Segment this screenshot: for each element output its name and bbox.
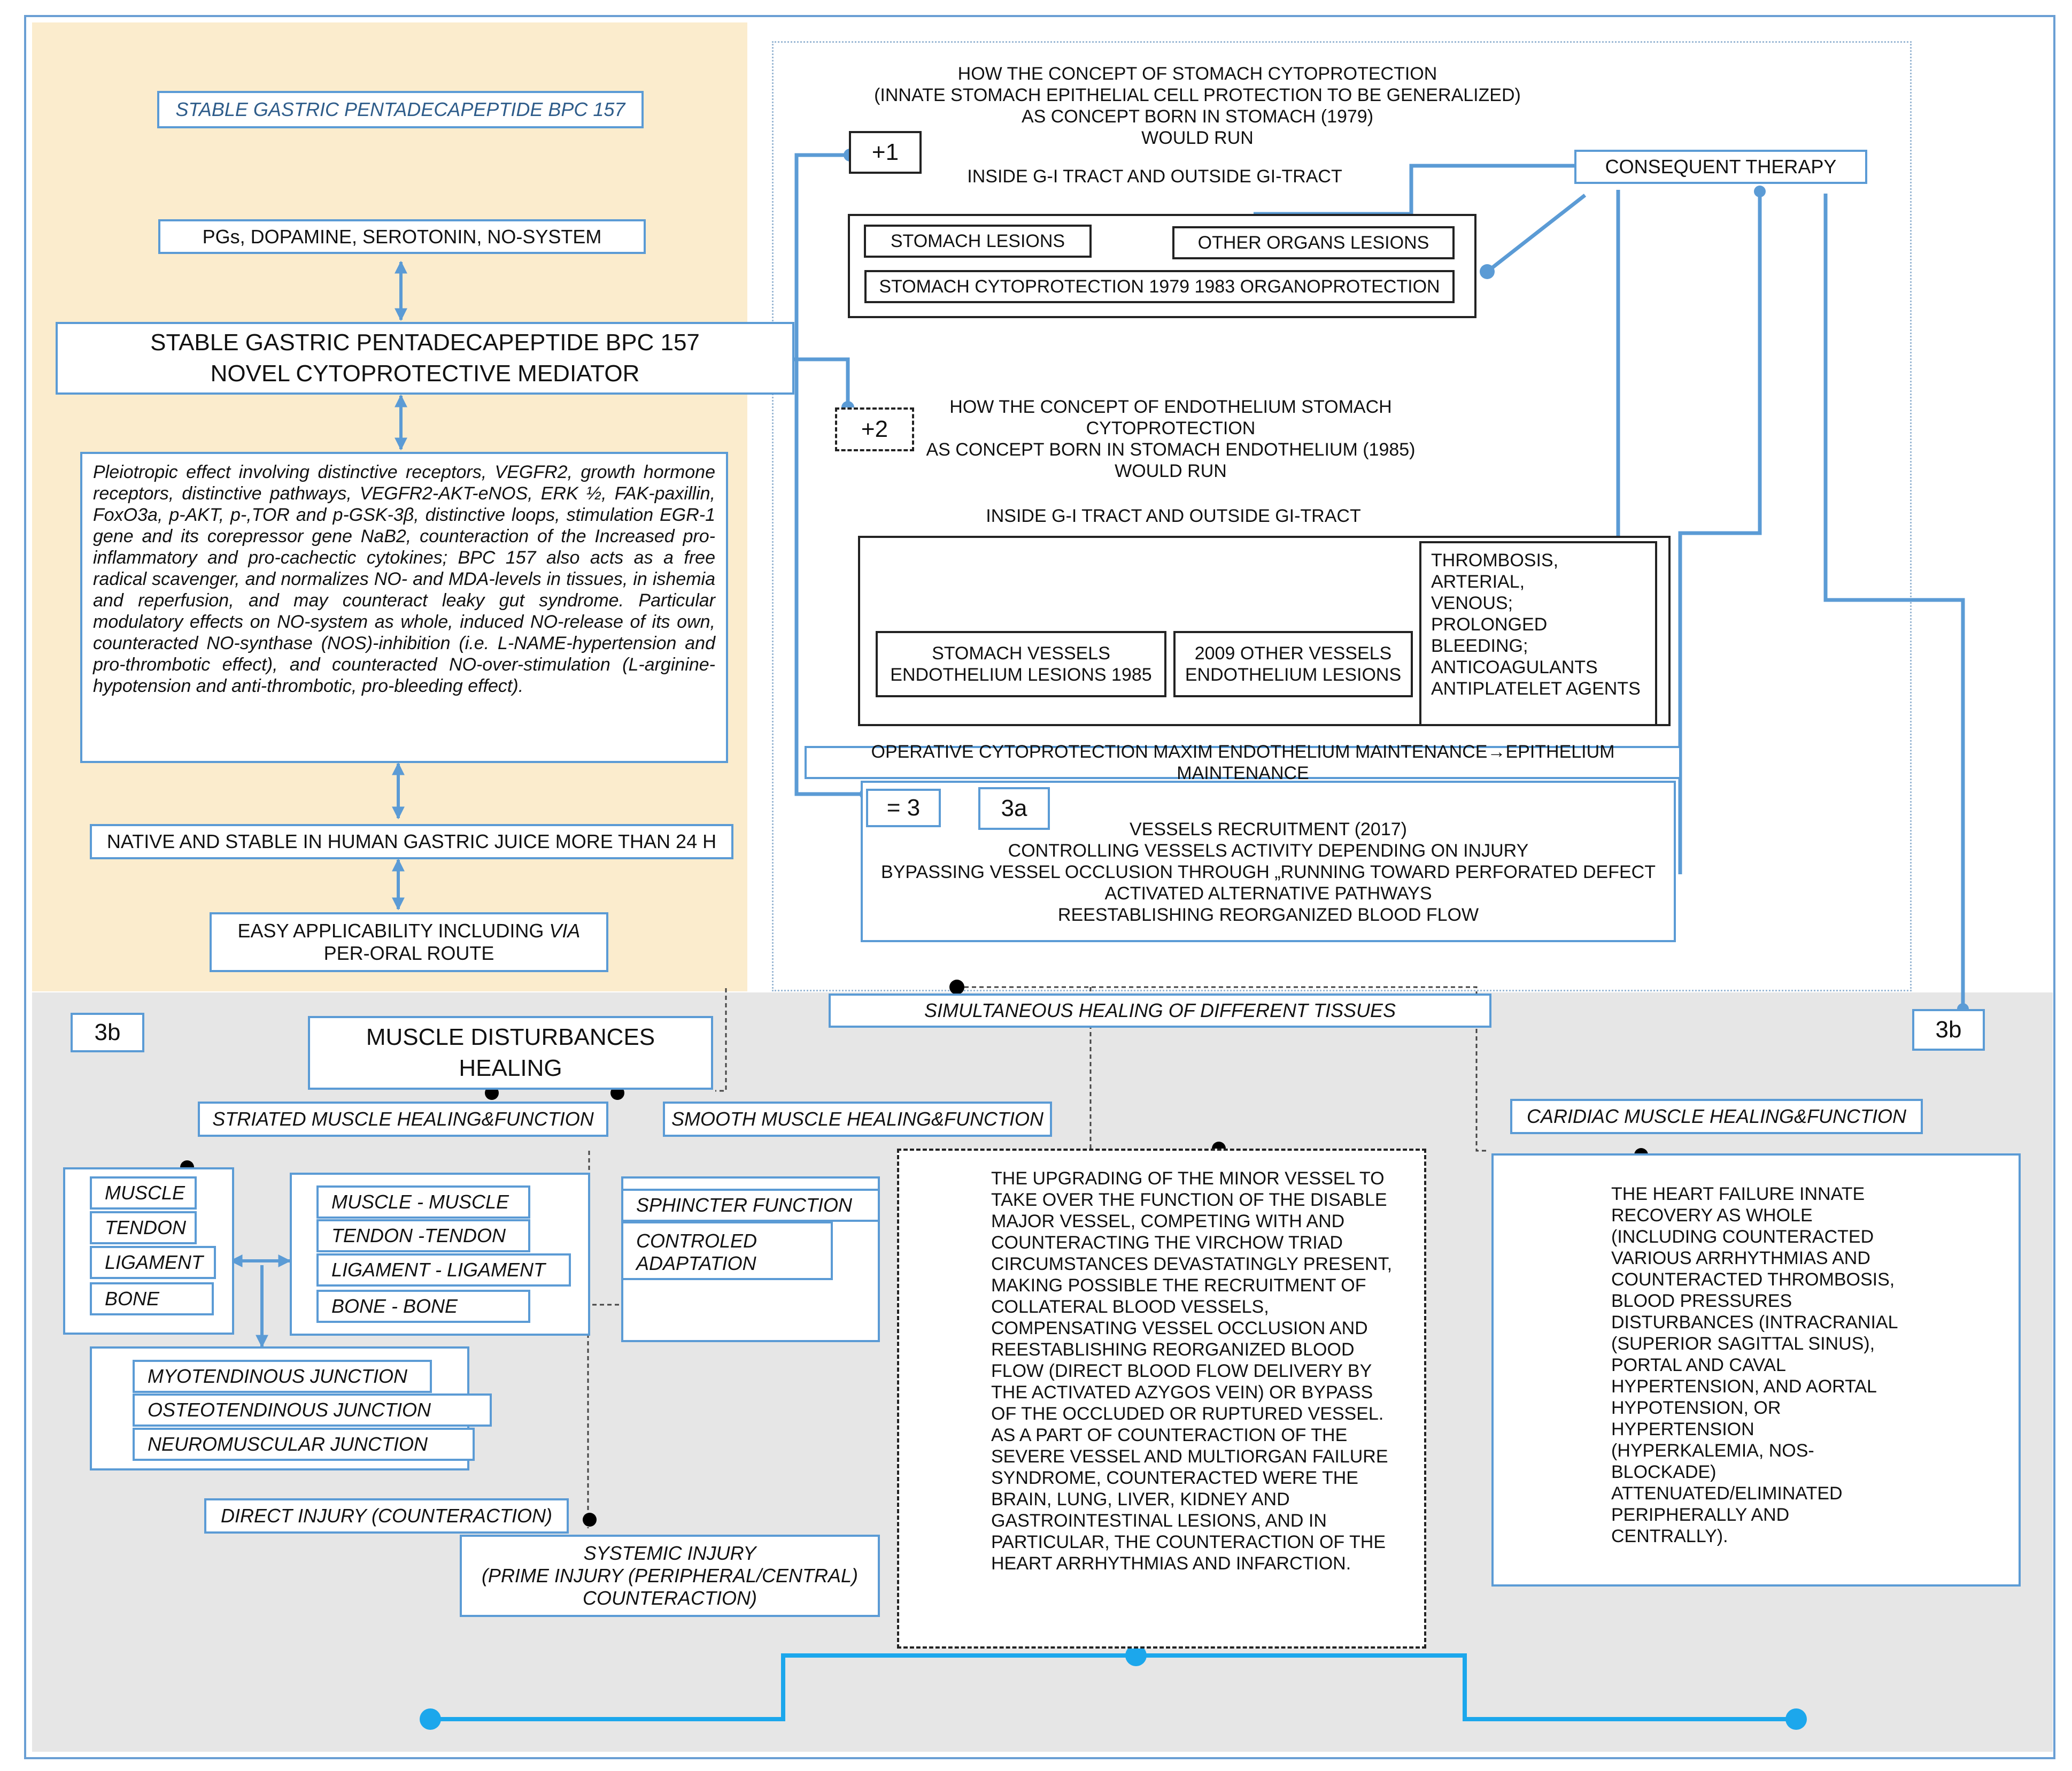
junction-item: NEUROMUSCULAR JUNCTION: [133, 1428, 475, 1461]
easy-text-via: VIA: [549, 920, 581, 942]
pleiotropic-box: Pleiotropic effect involving distinctive…: [80, 452, 728, 763]
vessels-recruitment-box: VESSELS RECRUITMENT (2017) CONTROLLING V…: [861, 781, 1676, 942]
junction-item: OSTEOTENDINOUS JUNCTION: [133, 1393, 492, 1427]
smooth-muscle-box: SMOOTH MUSCLE HEALING&FUNCTION: [663, 1102, 1052, 1137]
label-3b-right: 3b: [1912, 1009, 1985, 1051]
junction-item: MYOTENDINOUS JUNCTION: [133, 1360, 432, 1393]
tissue-item: TENDON: [90, 1211, 197, 1244]
cardiac-muscle-box: CARIDIAC MUSCLE HEALING&FUNCTION: [1510, 1099, 1923, 1134]
direct-injury-box: DIRECT INJURY (COUNTERACTION): [204, 1498, 569, 1534]
link-therapy-lesions: [1486, 194, 1587, 273]
main-mediator-box: STABLE GASTRIC PENTADECAPEPTIDE BPC 157 …: [56, 322, 794, 395]
thrombosis-box: THROMBOSIS, ARTERIAL, VENOUS; PROLONGED …: [1419, 541, 1657, 726]
plus1-box: +1: [849, 131, 922, 174]
native-box: NATIVE AND STABLE IN HUMAN GASTRIC JUICE…: [90, 824, 733, 859]
easy-text-post: PER-ORAL ROUTE: [323, 942, 494, 964]
label-3a-box: 3a: [978, 787, 1050, 830]
other-organs-box: OTHER ORGANS LESIONS: [1172, 226, 1455, 259]
tissue-item: BONE: [90, 1282, 214, 1315]
pair-item: MUSCLE - MUSCLE: [316, 1185, 530, 1219]
stomach-lesions-box: STOMACH LESIONS: [864, 225, 1092, 258]
muscle-disturbances-box: MUSCLE DISTURBANCES HEALING: [308, 1016, 713, 1090]
inside2-text: INSIDE G-I TRACT AND OUTSIDE GI-TRACT: [986, 506, 1361, 526]
systems-box: PGs, DOPAMINE, SEROTONIN, NO-SYSTEM: [158, 219, 646, 254]
link-main-plus2: [794, 357, 850, 407]
outer-frame: [24, 15, 2055, 1759]
link-plus1-eq3: [794, 153, 866, 796]
concept2-heading: HOW THE CONCEPT OF ENDOTHELIUM STOMACH C…: [926, 397, 1416, 481]
link-therapy-3b: [1823, 194, 1965, 1009]
heart-failure-box: THE HEART FAILURE INNATE RECOVERY AS WHO…: [1491, 1153, 2021, 1587]
other-vessels-box: 2009 OTHER VESSELS ENDOTHELIUM LESIONS: [1173, 631, 1413, 697]
controled-adaptation-box: CONTROLED ADAPTATION: [621, 1221, 833, 1280]
label-3b-left: 3b: [71, 1013, 144, 1052]
striated-muscle-box: STRIATED MUSCLE HEALING&FUNCTION: [198, 1102, 608, 1137]
easy-text-pre: EASY APPLICABILITY INCLUDING: [237, 920, 550, 942]
pair-item: TENDON -TENDON: [316, 1219, 530, 1252]
sphincter-function-box: SPHINCTER FUNCTION: [621, 1189, 880, 1222]
bottom-bracket: [430, 1653, 1796, 1721]
pair-item: BONE - BONE: [316, 1290, 530, 1323]
link-therapy-vessels: [1678, 191, 1762, 874]
eq3-box: = 3: [866, 789, 941, 827]
operative-cytoprotection-box: OPERATIVE CYTOPROTECTION MAXIM ENDOTHELI…: [805, 742, 1681, 783]
inside1-text: INSIDE G-I TRACT AND OUTSIDE GI-TRACT: [967, 166, 1342, 187]
concept1-heading: HOW THE CONCEPT OF STOMACH CYTOPROTECTIO…: [874, 64, 1521, 148]
stomach-vessels-box: STOMACH VESSELS ENDOTHELIUM LESIONS 1985: [876, 631, 1166, 697]
easy-box: EASY APPLICABILITY INCLUDING VIA PER-ORA…: [210, 912, 608, 972]
tissue-item: LIGAMENT: [90, 1246, 216, 1279]
simultaneous-healing-box: SIMULTANEOUS HEALING OF DIFFERENT TISSUE…: [829, 994, 1491, 1028]
plus2-box: +2: [835, 407, 914, 451]
systemic-injury-box: SYSTEMIC INJURY (PRIME INJURY (PERIPHERA…: [460, 1535, 880, 1617]
bpc157-title: STABLE GASTRIC PENTADECAPEPTIDE BPC 157: [157, 91, 644, 128]
left-double-arrows: [229, 260, 407, 1348]
pair-item: LIGAMENT - LIGAMENT: [316, 1253, 571, 1287]
tissue-item: MUSCLE: [90, 1176, 197, 1210]
vessel-upgrading-box: THE UPGRADING OF THE MINOR VESSEL TO TAK…: [897, 1149, 1426, 1649]
consequent-therapy-box: CONSEQUENT THERAPY: [1574, 150, 1867, 184]
bottom-bracket-dots: [420, 1645, 1807, 1730]
cytoprotection-organoprotection-box: STOMACH CYTOPROTECTION 1979 1983 ORGANOP…: [864, 270, 1455, 303]
right-connectors: [794, 153, 1965, 1009]
